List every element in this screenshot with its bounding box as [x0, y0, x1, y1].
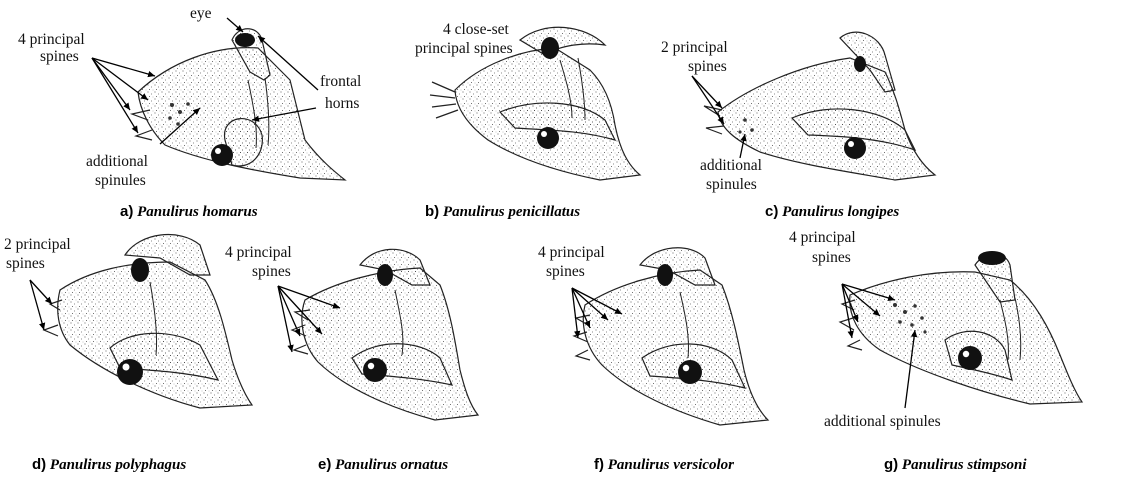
caption-e: e) Panulirus ornatus [318, 456, 448, 474]
label-spinules: spinules [95, 172, 146, 189]
caption-b-letter: b) [425, 203, 439, 220]
label-principal-spines: 4 principal [18, 31, 85, 48]
caption-b-species: Panulirus penicillatus [443, 204, 580, 220]
caption-a-species: Panulirus homarus [137, 204, 257, 220]
label-principal-spines: 4 principal [225, 244, 292, 261]
label-additional: additional [86, 153, 148, 170]
caption-d-letter: d) [32, 456, 46, 473]
drawing-g [840, 251, 1082, 408]
caption-g: g) Panulirus stimpsoni [884, 456, 1027, 474]
drawing-e [278, 249, 478, 420]
caption-c-species: Panulirus longipes [782, 204, 899, 220]
label-principal-spines: 2 principal [4, 236, 71, 253]
label-horns: horns [325, 95, 359, 112]
label-eye: eye [190, 5, 212, 22]
label-principal-spines: principal spines [415, 40, 513, 57]
label-principal-spines: 4 principal [538, 244, 605, 261]
label-principal-spines-2: spines [252, 263, 291, 280]
label-principal-spines: 2 principal [661, 39, 728, 56]
caption-g-species: Panulirus stimpsoni [902, 457, 1027, 473]
label-principal-spines: 4 principal [789, 229, 856, 246]
caption-c: c) Panulirus longipes [765, 203, 899, 221]
caption-e-species: Panulirus ornatus [335, 457, 448, 473]
label-additional: additional [700, 157, 762, 174]
caption-g-letter: g) [884, 456, 898, 473]
label-close-set: 4 close-set [443, 21, 509, 38]
label-spinules: spinules [706, 176, 757, 193]
drawing-d [30, 235, 252, 408]
label-principal-spines-2: spines [40, 48, 79, 65]
caption-b: b) Panulirus penicillatus [425, 203, 580, 221]
label-principal-spines-2: spines [812, 249, 851, 266]
caption-d: d) Panulirus polyphagus [32, 456, 186, 474]
label-frontal: frontal [320, 73, 361, 90]
caption-e-letter: e) [318, 456, 331, 473]
caption-c-letter: c) [765, 203, 778, 220]
label-additional-spinules: additional spinules [824, 413, 941, 430]
caption-a: a) Panulirus homarus [120, 203, 258, 221]
drawing-f [572, 248, 768, 425]
caption-d-species: Panulirus polyphagus [50, 457, 186, 473]
caption-f: f) Panulirus versicolor [594, 456, 734, 474]
label-principal-spines-2: spines [6, 255, 45, 272]
caption-f-species: Panulirus versicolor [608, 457, 734, 473]
label-principal-spines-2: spines [546, 263, 585, 280]
label-principal-spines-2: spines [688, 58, 727, 75]
caption-a-letter: a) [120, 203, 133, 220]
caption-f-letter: f) [594, 456, 604, 473]
